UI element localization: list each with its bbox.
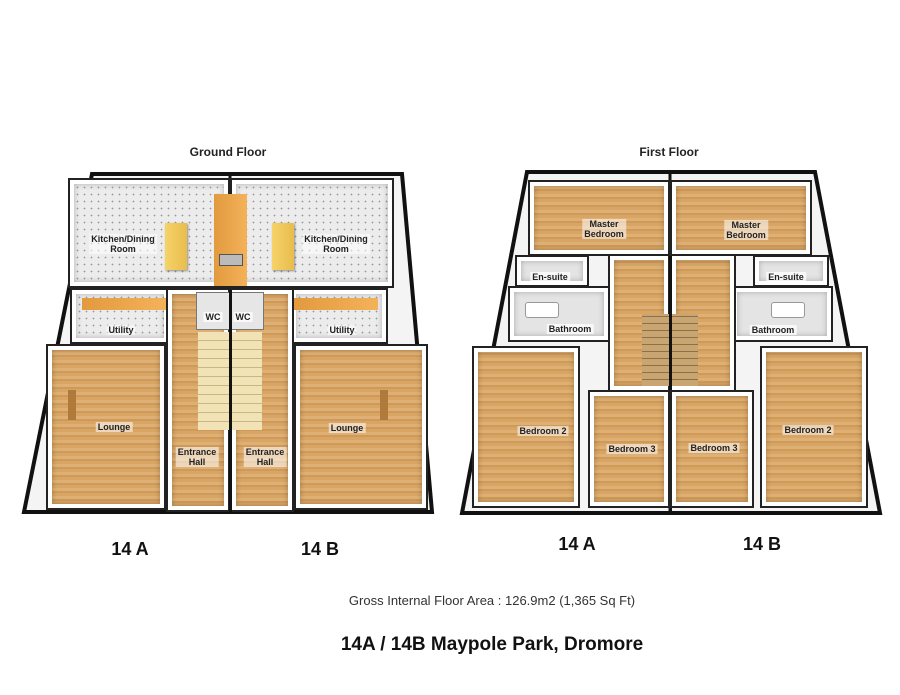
fireplace-icon (380, 390, 388, 420)
label-wc-a: WC (203, 312, 223, 322)
label-ensuite-b: En-suite (766, 272, 806, 282)
first-floor-title: First Floor (639, 145, 699, 159)
label-bedroom2-b: Bedroom 2 (782, 425, 834, 435)
label-bedroom3-a: Bedroom 3 (606, 444, 658, 454)
fireplace-icon (68, 390, 76, 420)
utility-counter-a (82, 298, 166, 310)
kitchen-island-b (272, 223, 294, 270)
kitchen-dining-b (232, 180, 392, 286)
label-utility-b: Utility (327, 325, 357, 335)
en-suite-a (517, 257, 587, 285)
label-hall-b: Entrance Hall (243, 447, 287, 467)
label-kitchen-a: Kitchen/Dining Room (89, 234, 157, 254)
label-hall-a: Entrance Hall (175, 447, 219, 467)
label-bedroom3-b: Bedroom 3 (688, 443, 740, 453)
label-utility-a: Utility (106, 325, 136, 335)
unit-label-14a-first: 14 A (558, 534, 596, 554)
ground-floor-title: Ground Floor (189, 145, 267, 159)
bathtub-icon (771, 302, 805, 318)
kitchen-counter (214, 194, 247, 286)
master-bedroom-b (672, 182, 810, 254)
kitchen-island-a (165, 223, 187, 270)
bathtub-icon (525, 302, 559, 318)
utility-counter-b (294, 298, 378, 310)
label-lounge-b: Lounge (328, 423, 366, 433)
label-wc-b: WC (233, 312, 253, 322)
label-master-a: Master Bedroom (582, 219, 626, 239)
unit-label-14a-ground: 14 A (111, 539, 149, 559)
party-wall (669, 256, 672, 515)
sink-icon (219, 254, 243, 266)
kitchen-dining-a (70, 180, 228, 286)
label-master-b: Master Bedroom (724, 220, 768, 240)
label-bedroom2-a: Bedroom 2 (517, 426, 569, 436)
label-bathroom-a: Bathroom (546, 324, 594, 334)
label-bathroom-b: Bathroom (749, 325, 797, 335)
label-kitchen-b: Kitchen/Dining Room (302, 234, 370, 254)
unit-label-14b-first: 14 B (742, 534, 782, 554)
unit-label-14b-ground: 14 B (300, 539, 340, 559)
gross-floor-area: Gross Internal Floor Area : 126.9m2 (1,3… (348, 593, 636, 608)
property-address-title: 14A / 14B Maypole Park, Dromore (340, 634, 644, 655)
master-bedroom-a (530, 182, 668, 254)
label-ensuite-a: En-suite (530, 272, 570, 282)
label-lounge-a: Lounge (95, 422, 133, 432)
party-wall (229, 290, 232, 514)
